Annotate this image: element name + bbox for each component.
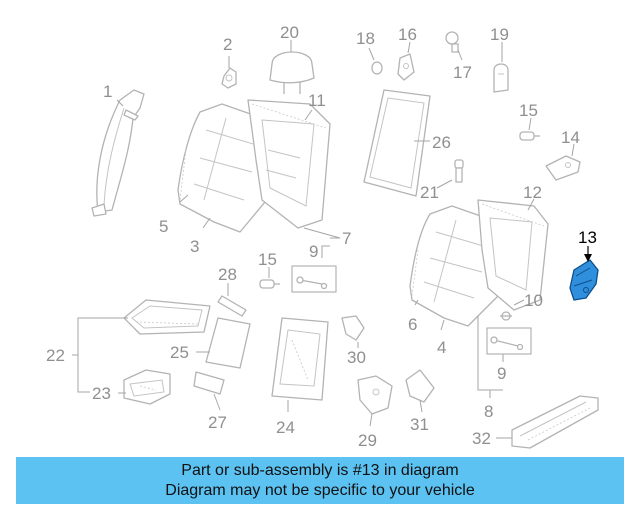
callout-32: 32 bbox=[472, 429, 491, 448]
callout-10: 10 bbox=[524, 291, 543, 310]
callout-6: 6 bbox=[408, 315, 417, 334]
part-29-mount[interactable] bbox=[357, 375, 393, 415]
part-9-bolt-kit-left[interactable] bbox=[291, 265, 337, 293]
part-32-rail[interactable] bbox=[511, 395, 599, 449]
part-23-seat-frame[interactable] bbox=[123, 369, 171, 405]
callout-31: 31 bbox=[410, 415, 429, 434]
callout-23: 23 bbox=[92, 384, 111, 403]
part-1-side-trim[interactable] bbox=[91, 89, 145, 217]
callout-9-right: 9 bbox=[497, 364, 506, 383]
part-30-bracket[interactable] bbox=[341, 315, 365, 341]
callout-5: 5 bbox=[159, 217, 168, 236]
callout-18: 18 bbox=[356, 29, 375, 48]
part-2-fastener[interactable] bbox=[221, 67, 237, 89]
callout-9-left: 9 bbox=[309, 242, 318, 261]
callout-27: 27 bbox=[208, 413, 227, 432]
caption-line-1: Part or sub-assembly is #13 in diagram bbox=[181, 461, 459, 479]
part-15-pin-left[interactable] bbox=[259, 279, 280, 289]
callout-4: 4 bbox=[437, 338, 446, 357]
part-25-panel[interactable] bbox=[205, 317, 251, 369]
part-10-clip[interactable] bbox=[500, 311, 512, 321]
callout-30: 30 bbox=[347, 348, 366, 367]
callout-20: 20 bbox=[280, 23, 299, 42]
callout-26: 26 bbox=[432, 133, 451, 152]
callout-16: 16 bbox=[398, 25, 417, 44]
caption-line-2: Diagram may not be specific to your vehi… bbox=[165, 481, 475, 499]
part-15-pin-right[interactable] bbox=[519, 131, 540, 141]
part-17-screw[interactable] bbox=[445, 31, 459, 53]
callout-3: 3 bbox=[190, 237, 199, 256]
callout-15-right: 15 bbox=[519, 101, 538, 120]
part-13-highlighted-bracket[interactable] bbox=[569, 259, 599, 301]
part-27-trim[interactable] bbox=[193, 371, 225, 395]
callout-25: 25 bbox=[170, 343, 189, 362]
part-16-bracket[interactable] bbox=[397, 53, 415, 81]
callout-24: 24 bbox=[276, 418, 295, 437]
part-18-clip[interactable] bbox=[371, 61, 383, 75]
part-31-bracket[interactable] bbox=[405, 369, 435, 403]
callout-14: 14 bbox=[561, 128, 580, 147]
part-19-pad[interactable] bbox=[493, 63, 509, 93]
part-12-seatback-frame-right[interactable] bbox=[477, 199, 549, 311]
part-22-seat-cushion[interactable] bbox=[123, 299, 211, 335]
part-9-bolt-kit-right[interactable] bbox=[486, 327, 532, 355]
callout-22: 22 bbox=[46, 346, 65, 365]
part-11-seatback-frame[interactable] bbox=[247, 99, 331, 229]
callout-21: 21 bbox=[420, 183, 439, 202]
exploded-seat-diagram: 1 2 3 4 5 6 7 8 9 9 10 11 12 13 14 15 15… bbox=[46, 23, 599, 450]
callout-11: 11 bbox=[308, 91, 326, 110]
callout-19: 19 bbox=[490, 25, 509, 44]
callout-8: 8 bbox=[484, 402, 493, 421]
callout-28: 28 bbox=[218, 265, 237, 284]
callout-15-left: 15 bbox=[258, 250, 277, 269]
callout-13-highlighted: 13 bbox=[578, 228, 597, 247]
callout-12: 12 bbox=[523, 183, 542, 202]
part-20-headrest[interactable] bbox=[269, 51, 315, 94]
callout-17: 17 bbox=[453, 63, 472, 82]
part-14-bracket[interactable] bbox=[545, 155, 581, 181]
callout-1: 1 bbox=[103, 82, 112, 101]
callout-29: 29 bbox=[358, 431, 377, 450]
part-28-strip[interactable] bbox=[217, 295, 247, 317]
part-26-back-panel[interactable] bbox=[363, 89, 431, 197]
caption-banner: Part or sub-assembly is #13 in diagram D… bbox=[16, 457, 624, 504]
part-24-armrest-frame[interactable] bbox=[271, 317, 329, 401]
callout-7: 7 bbox=[342, 229, 351, 248]
part-21-bolt[interactable] bbox=[454, 159, 464, 183]
callout-2: 2 bbox=[223, 35, 232, 54]
